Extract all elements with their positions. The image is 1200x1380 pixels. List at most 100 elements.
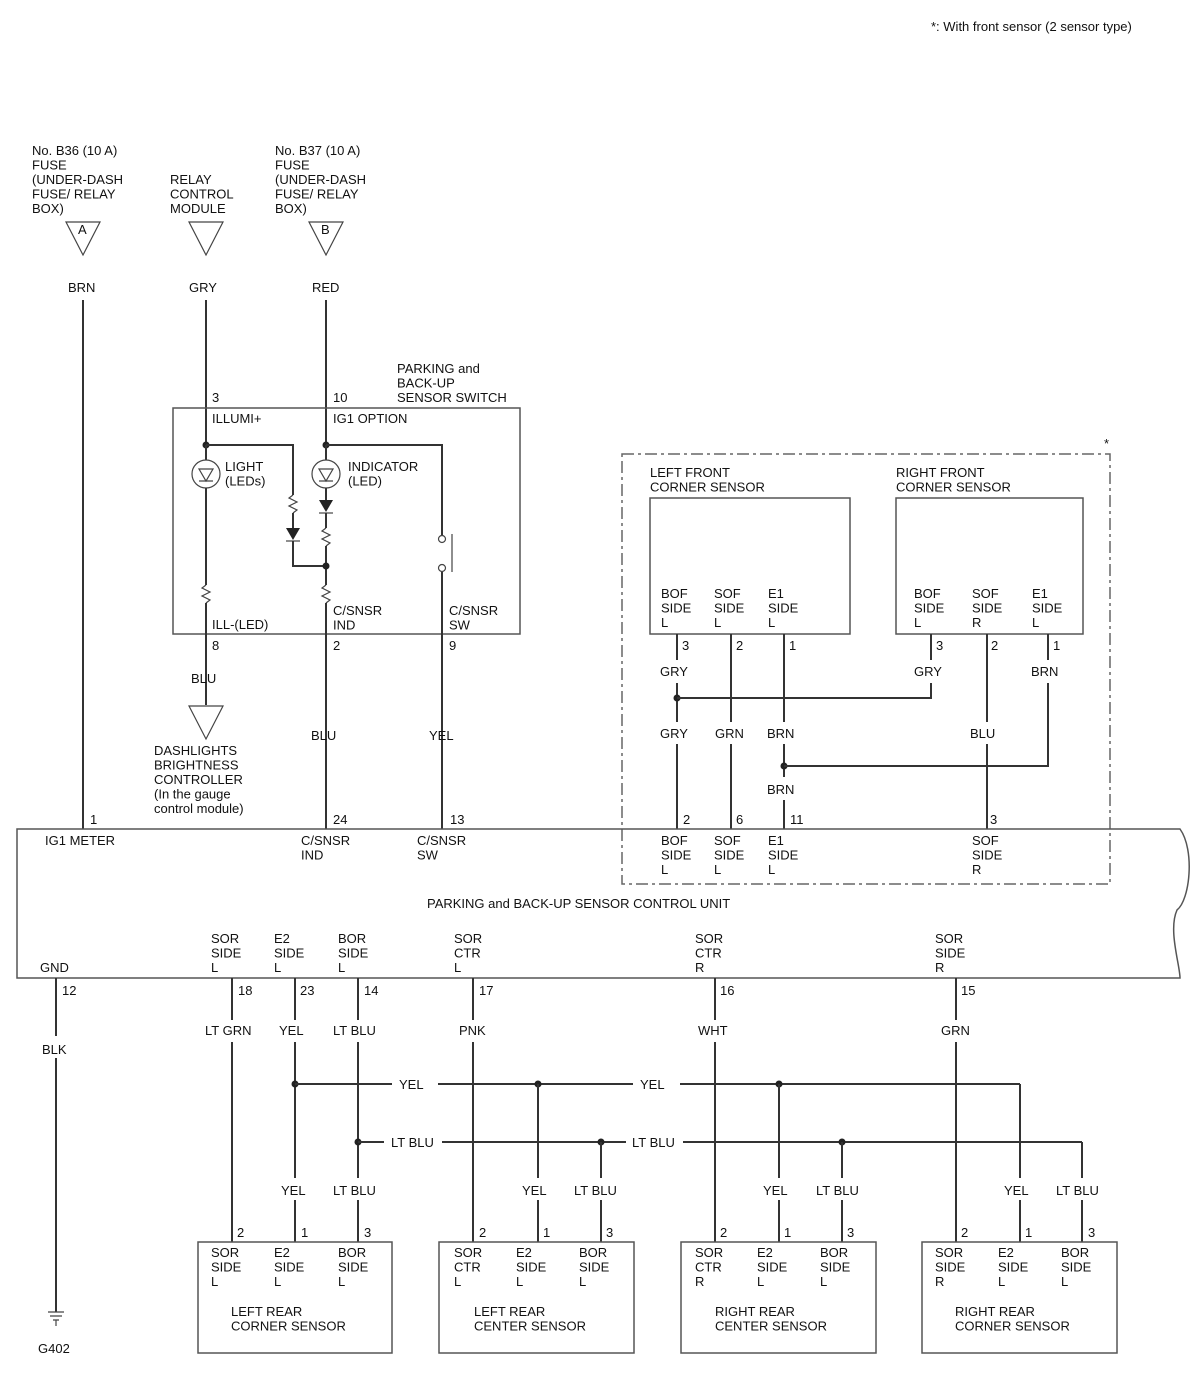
- drop-label: LT BLU: [333, 1183, 376, 1198]
- wire-brn-label: BRN: [68, 280, 95, 295]
- rear-pin-label-line: L: [998, 1274, 1005, 1289]
- csnsr-sw-label-line: C/SNSR: [449, 603, 498, 618]
- wire-blu-ind-label: BLU: [311, 728, 336, 743]
- unit-label-sor-ctr-r-line: CTR: [695, 946, 722, 961]
- ground-icon: [48, 1311, 64, 1326]
- drop-label: LT BLU: [1056, 1183, 1099, 1198]
- lf-pin-bof-line: BOF: [661, 586, 688, 601]
- unit-pin: 23: [300, 983, 314, 998]
- switch-title-line: PARKING and: [397, 361, 480, 376]
- wire-label: GRY: [660, 664, 688, 679]
- rear-pin-num: 3: [1088, 1225, 1095, 1240]
- rear-pin-num: 1: [784, 1225, 791, 1240]
- unit-label-sofr-line: SIDE: [972, 848, 1003, 863]
- unit-label-e2-l-line: L: [274, 960, 281, 975]
- rf-pin-num: 3: [936, 638, 943, 653]
- rear-pin-label-line: SIDE: [757, 1260, 788, 1275]
- unit-label-e1-line: SIDE: [768, 848, 799, 863]
- option-asterisk: *: [1104, 436, 1109, 451]
- drop-label: YEL: [281, 1183, 306, 1198]
- rear-sensor-title-line: RIGHT REAR: [715, 1304, 795, 1319]
- rear-pin-label-line: SIDE: [579, 1260, 610, 1275]
- dashlight-connector-symbol: [188, 705, 224, 741]
- unit-label-sor-ctr-l-line: L: [454, 960, 461, 975]
- rf-pin-sof-line: SIDE: [972, 601, 1003, 616]
- unit-pin: 3: [990, 812, 997, 827]
- rear-sensor-title-line: LEFT REAR: [474, 1304, 545, 1319]
- rear-pin-label-line: SOR: [695, 1245, 723, 1260]
- drop-label: YEL: [522, 1183, 547, 1198]
- footnote: *: With front sensor (2 sensor type): [931, 19, 1132, 34]
- unit-label-bor-l-line: SIDE: [338, 946, 369, 961]
- indicator-label-line: (LED): [348, 474, 382, 489]
- wire-red-label: RED: [312, 280, 339, 295]
- rear-pin-label-line: BOR: [1061, 1245, 1089, 1260]
- unit-label-ig1-line: IG1 METER: [45, 833, 115, 848]
- control-unit-box: [16, 828, 1190, 979]
- connector-a-letter: A: [78, 222, 87, 237]
- ground-label: G402: [38, 1341, 70, 1356]
- rear-pin-num: 1: [301, 1225, 308, 1240]
- wire: [292, 541, 326, 567]
- unit-label-sor-ctr-l-line: CTR: [454, 946, 481, 961]
- rf-pin-e1-line: SIDE: [1032, 601, 1063, 616]
- relay-module-label-line: MODULE: [170, 201, 226, 216]
- rear-pin-label-line: BOR: [579, 1245, 607, 1260]
- unit-label-sor-r-line: R: [935, 960, 944, 975]
- unit-label-e2-l-line: SIDE: [274, 946, 305, 961]
- right-front-sensor-box: [895, 497, 1084, 635]
- rear-pin-label-line: SIDE: [820, 1260, 851, 1275]
- rear-pin-label-line: BOR: [338, 1245, 366, 1260]
- ig1-option-label: IG1 OPTION: [333, 411, 407, 426]
- unit-label-e2-l-line: E2: [274, 931, 290, 946]
- fuse-b-label-line: BOX): [275, 201, 307, 216]
- drop-label: LT BLU: [574, 1183, 617, 1198]
- wire-label: BRN: [767, 782, 794, 797]
- unit-label-sofr-line: R: [972, 862, 981, 877]
- left-front-title-line: CORNER SENSOR: [650, 480, 765, 495]
- switch-pin-3: 3: [212, 390, 219, 405]
- wire-label: GRY: [914, 664, 942, 679]
- lf-pin-e1-line: E1: [768, 586, 784, 601]
- fuse-a-label-line: FUSE: [32, 158, 67, 173]
- unit-label-sor-l-line: SIDE: [211, 946, 242, 961]
- rear-pin-label-line: L: [757, 1274, 764, 1289]
- junction: [322, 562, 330, 570]
- unit-label-sor-ctr-r-line: SOR: [695, 931, 723, 946]
- rf-pin-bof-line: BOF: [914, 586, 941, 601]
- unit-pin: 15: [961, 983, 975, 998]
- rear-pin-label-line: L: [579, 1274, 586, 1289]
- unit-label-bof-line: SIDE: [661, 848, 692, 863]
- wire-label: LT GRN: [205, 1023, 251, 1038]
- rear-sensor-title-line: CORNER SENSOR: [955, 1319, 1070, 1334]
- unit-label-sor-ctr-l-line: SOR: [454, 931, 482, 946]
- wire: [784, 683, 1049, 767]
- dashlights-label-line: DASHLIGHTS: [154, 743, 237, 758]
- dashlights-label-line: control module): [154, 801, 244, 816]
- lf-pin-num: 2: [736, 638, 743, 653]
- unit-pin: 6: [736, 812, 743, 827]
- wire-blu-dash-label: BLU: [191, 671, 216, 686]
- wire-label: GRN: [715, 726, 744, 741]
- rear-pin-label-line: L: [820, 1274, 827, 1289]
- dashlights-label-line: BRIGHTNESS: [154, 758, 239, 773]
- front-sensor-option-frame: [621, 453, 1111, 885]
- switch-title-line: BACK-UP: [397, 376, 455, 391]
- rear-pin-label-line: BOR: [820, 1245, 848, 1260]
- wire: [677, 683, 932, 699]
